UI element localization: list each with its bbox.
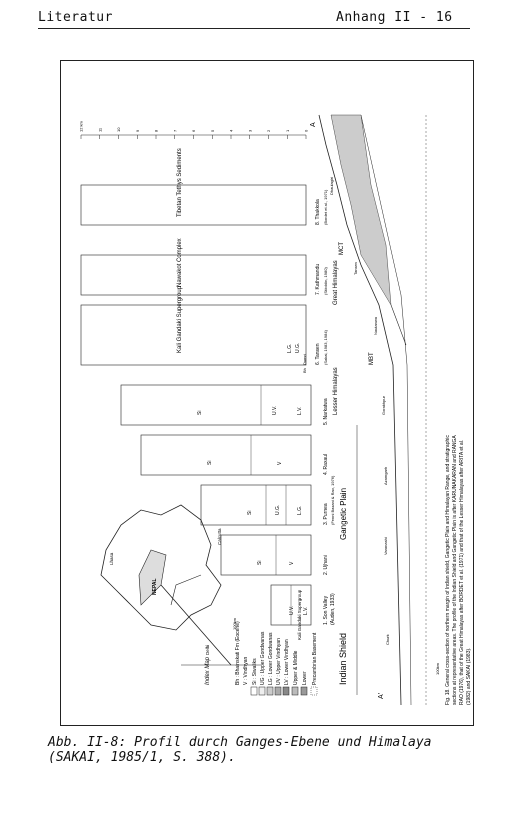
region-indian-shield: Indian Shield <box>338 633 348 685</box>
column-label-3: 3. Purnea <box>323 503 329 525</box>
legend-item-si: Si : Siwaliks <box>252 658 258 685</box>
km-tick-label: 3 <box>247 129 252 132</box>
column-label-4: 4. Raxaul <box>323 454 329 475</box>
col2-si: Si <box>257 561 263 565</box>
col6-bh: Bh <box>302 368 307 373</box>
col4-si: Si <box>207 461 213 465</box>
col1-lv: L.V. <box>303 607 309 615</box>
section-end-right: A <box>310 122 317 127</box>
figure-caption: Abb. II-8: Profil durch Ganges-Ebene und… <box>48 735 488 765</box>
header-left: Literatur <box>38 10 113 25</box>
loc-dhaulagiri: Dhaulagiri <box>329 177 334 195</box>
section-scale: 100km <box>435 662 440 675</box>
fault-mct: MCT <box>339 242 345 255</box>
col6-lg: L.G. <box>287 344 293 353</box>
km-tick-label: 0 <box>304 129 309 132</box>
map-label-nepal: NEPAL <box>152 578 158 595</box>
loc-varanashi: Varanashi <box>383 537 388 555</box>
col3-ug: U.G. <box>275 505 281 515</box>
column-sub-8: (Bordet et al., 1971) <box>323 189 328 225</box>
caption-line-2: (SAKAI, 1985/1, S. 388). <box>48 750 236 765</box>
region-lesser-himalayas: Lesser Himalayas <box>333 367 339 415</box>
column-label-2: 2. Ujhani <box>323 555 329 575</box>
km-tick-label: 9 <box>135 129 140 132</box>
col8-tibetan: Tibetan Tethys Sediments <box>177 148 183 217</box>
col5-uv: U.V. <box>272 406 278 415</box>
fig-caption: Fig. 18. General cross-section of northe… <box>445 435 472 705</box>
section-end-left: A' <box>378 693 385 699</box>
fig-caption-l2: sections at representative areas. The pr… <box>452 435 458 705</box>
legend-item-kali: Kali Gandaki Supergroup <box>297 589 302 640</box>
km-tick-label: 4 <box>229 129 234 132</box>
legend-item-ug: UG : Upper Gondwanas <box>260 631 266 685</box>
fig-caption-l3: RAO (1976), that of the Great Himalayas … <box>459 440 465 705</box>
km-tick-label: 7 <box>172 129 177 132</box>
col7-nawakot: Nawakot Complex <box>177 238 183 287</box>
km-tick-label: 5 <box>210 129 215 132</box>
col2-v: V <box>289 561 295 565</box>
col6-ug: U.G. <box>295 343 301 353</box>
legend-item-lower: Lower <box>302 671 308 685</box>
col4-v: V <box>277 461 283 465</box>
header-right: Anhang II - 16 <box>336 10 453 25</box>
caption-line-1: Abb. II-8: Profil durch Ganges-Ebene und… <box>48 735 432 750</box>
fig-caption-l4: (1982) and SAKAI (1983). <box>466 647 472 705</box>
figure-graphic: Lhasa Delhi Calcutta NEPAL 100km Index M… <box>79 114 472 706</box>
col1-uv: U.V. <box>289 606 295 615</box>
legend-item-bh: Bh : Bhainskati Fm (Eocene) <box>235 621 241 685</box>
column-label-7: 7. Kathmandu <box>315 264 321 295</box>
legend-item-precambrian: Precambrian Basement <box>312 632 318 685</box>
col5-si: Si <box>197 411 203 415</box>
map-scale: 100km <box>232 617 237 630</box>
index-map: Lhasa Delhi Calcutta NEPAL 100km Index M… <box>100 504 261 685</box>
col5-lv: L.V. <box>297 407 303 415</box>
region-gangetic-plain: Gangetic Plain <box>339 488 348 540</box>
km-tick-label: 6 <box>191 129 196 132</box>
km-tick-label: 11 <box>97 127 102 132</box>
map-label-delhi: Delhi <box>205 645 210 655</box>
strat-columns: 1. Son Valley (Auden, 1933) U.V. L.V. 2.… <box>80 148 336 626</box>
loc-churk: Churk <box>385 634 390 645</box>
loc-tansen: Tansen <box>353 262 358 275</box>
col3-lg: L.G. <box>297 506 303 515</box>
legend: Bh : Bhainskati Fm (Eocene) V : Vindhyan… <box>235 589 318 696</box>
col3-si: Si <box>247 511 253 515</box>
column-sub-6: (Sakai, 1983, 1984) <box>323 329 328 365</box>
km-tick-label: 8 <box>154 129 159 132</box>
loc-azamgarh: Azamgarh <box>383 467 388 485</box>
region-great-himalayas: Great Himalayas <box>333 260 339 305</box>
column-sub-3: (Fenni Baxani & Rao, 1976) <box>330 475 335 525</box>
column-sub-1: (Auden, 1933) <box>330 593 336 625</box>
legend-item-lg: LG : Lower Gondwanas <box>268 632 274 685</box>
legend-item-uv: UV : Upper Vindhyan <box>276 638 282 685</box>
column-sub-7: (Stöcklin, 1980) <box>323 267 328 295</box>
column-label-8: 8. Thakkola <box>315 199 321 225</box>
fault-mbt: MBT <box>369 352 375 365</box>
cross-section: A' A Churk Varanashi Azamgarh Gorakhpur … <box>310 114 440 706</box>
km-tick-label: 12 km <box>79 120 84 132</box>
col6-kali: Kali Gandaki Supergroup <box>177 285 183 353</box>
header-rule <box>38 28 470 29</box>
fig-caption-l1: Fig. 18. General cross-section of northe… <box>445 435 451 705</box>
figure-frame: Lhasa Delhi Calcutta NEPAL 100km Index M… <box>60 60 474 726</box>
column-label-1: 1. Son Valley <box>323 595 329 625</box>
legend-item-v: V : Vindhyan <box>243 657 249 685</box>
legend-item-upper-middle: Upper & Middle <box>293 650 299 685</box>
legend-item-lv: LV : Lower Vindhyan <box>284 639 290 685</box>
loc-nautanwa: Nautanwa <box>373 316 378 335</box>
km-tick-label: 10 <box>116 127 121 132</box>
col6-dumri: Dumri <box>302 354 307 365</box>
column-label-5: 5. Narkatwa <box>323 398 329 425</box>
km-tick-label: 2 <box>266 129 271 132</box>
map-label-lhasa: Lhasa <box>109 552 114 565</box>
map-label-calcutta: Calcutta <box>217 528 222 545</box>
loc-gorakhpur: Gorakhpur <box>381 395 386 415</box>
column-label-6: 6. Tansen <box>315 343 321 365</box>
km-tick-label: 1 <box>285 129 290 132</box>
km-scale: 0 1 2 3 4 5 6 7 8 9 10 11 12 km <box>79 120 309 139</box>
index-map-title: Index Map <box>205 656 211 685</box>
